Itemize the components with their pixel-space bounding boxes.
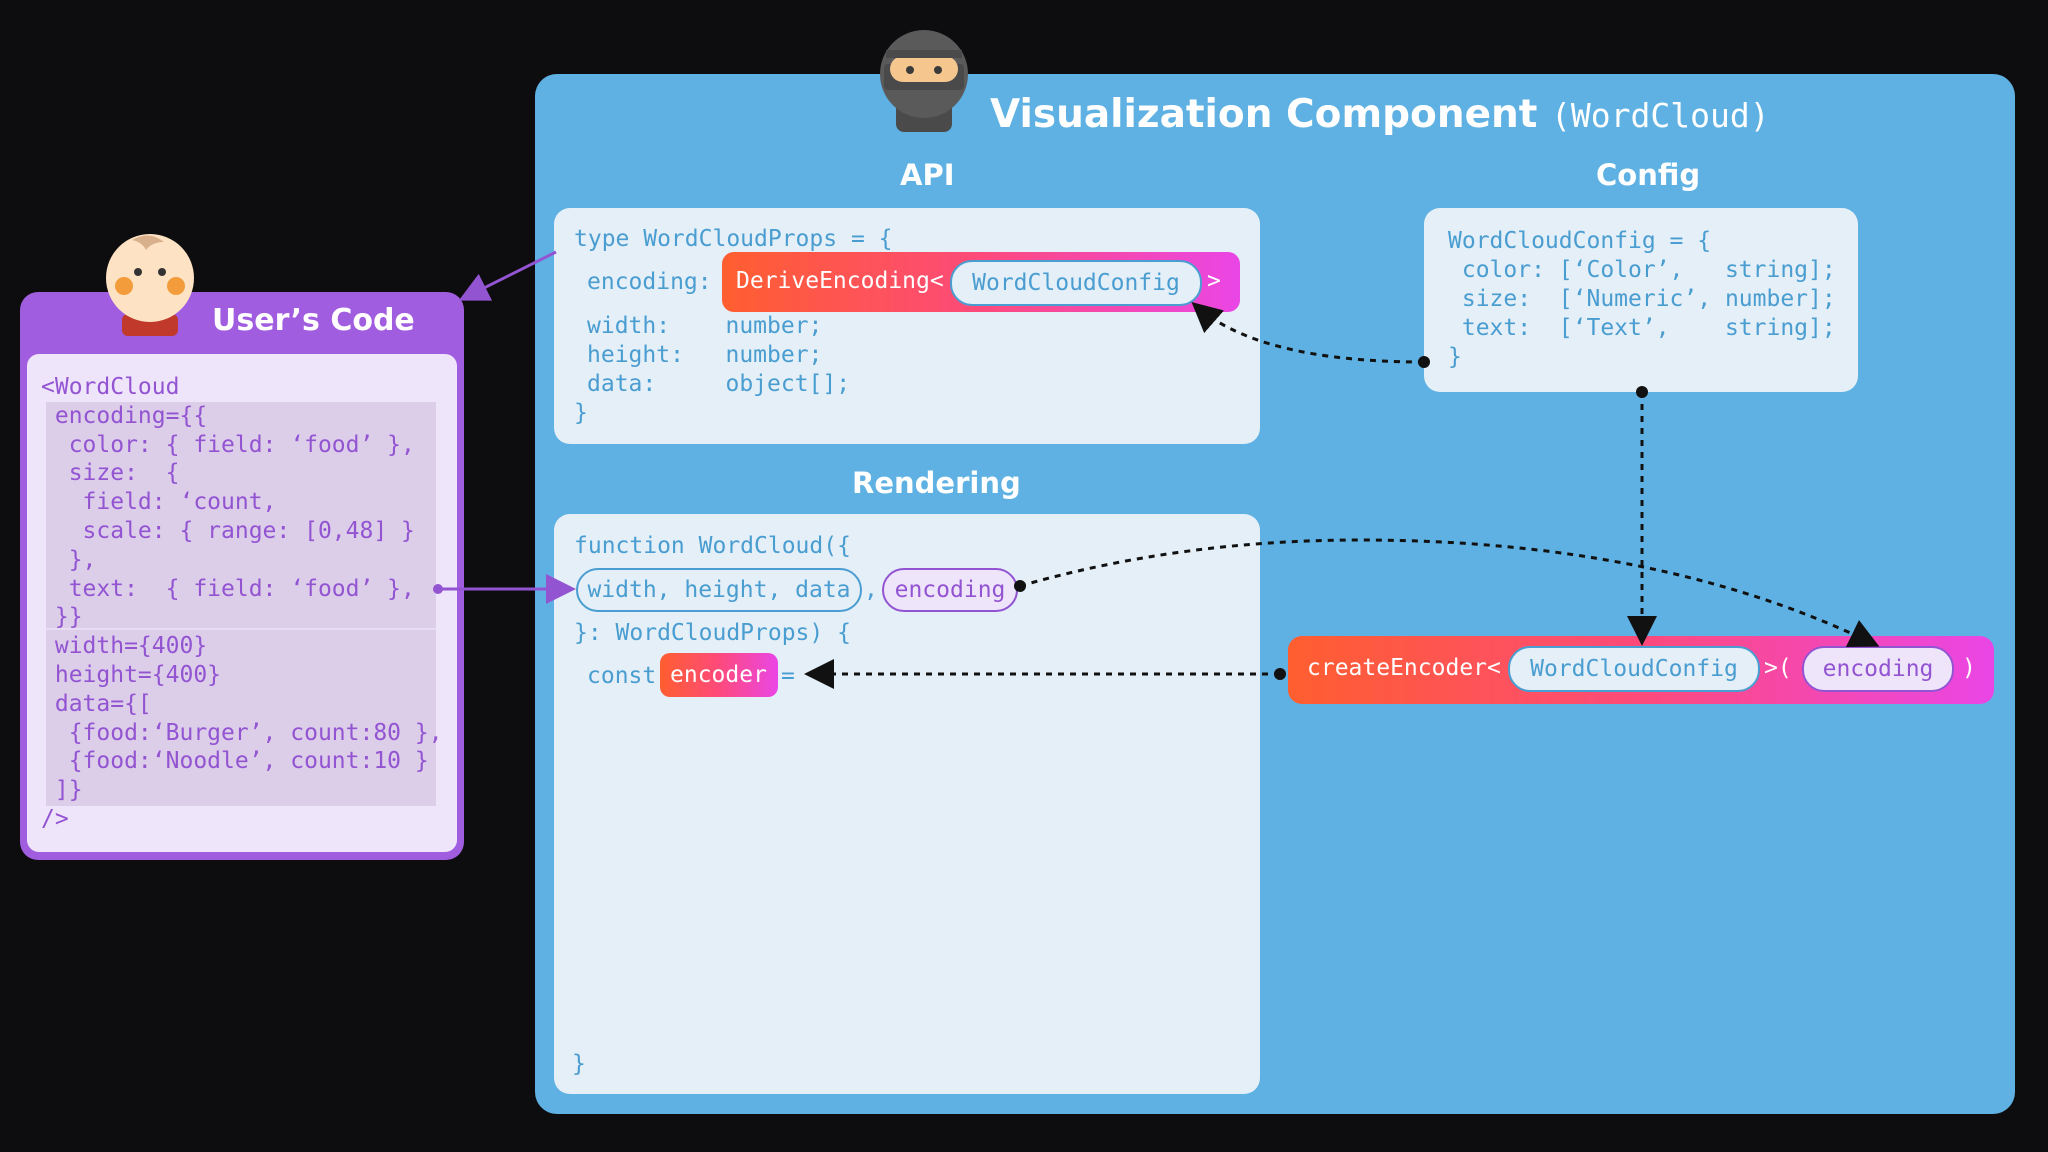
encoding-to-arg-arrow [1019,538,1880,648]
api-line-close: } [574,400,588,426]
config-line-size: size: [‘Numeric’, number]; [1448,286,1836,312]
visualization-title: Visualization Component (WordCloud) [990,92,1770,137]
api-line-data: data: object[]; [587,371,851,397]
user-code-line: height={400} [41,662,222,688]
rendering-const: const [587,663,657,689]
config-line-close: } [1448,344,1462,370]
rendering-params-pill: width, height, data [576,568,862,612]
config-line-1: WordCloudConfig = { [1448,228,1712,254]
rendering-equals: = [781,663,795,689]
visualization-title-sub: (WordCloud) [1551,96,1770,135]
create-encoder-end: ) [1962,655,1976,681]
api-encoding-label: encoding: [587,269,712,295]
api-code-card [554,208,1260,444]
user-code-line: encoding={{ [41,402,208,429]
derive-close: > [1207,268,1221,294]
rendering-line-1: function WordCloud({ [574,533,851,559]
user-code-line: color: { field: ‘food’ }, [41,431,415,458]
api-line-1: type WordCloudProps = { [574,226,893,252]
user-code-line: }} [41,604,83,631]
config-to-derive-arrow [1191,302,1425,364]
create-encoder-type-pill: WordCloudConfig [1508,646,1760,692]
create-encoder-text: createEncoder< [1307,655,1501,681]
user-code-line: data={[ [41,690,152,717]
user-code-line: size: { [41,460,180,487]
encoder-pill [660,653,778,697]
user-code-line: {food:‘Noodle’, count:10 } [41,748,429,775]
config-line-color: color: [‘Color’, string]; [1448,257,1836,283]
rendering-line-3: }: WordCloudProps) { [574,620,851,646]
config-line-text: text: [‘Text’, string]; [1448,315,1836,341]
users-code-title: User’s Code [212,303,415,338]
ninja-avatar-icon [880,30,968,132]
derive-type-pill: WordCloudConfig [950,260,1202,306]
baby-avatar-icon [106,234,194,336]
api-label: API [900,158,955,192]
api-line-height: height: number; [587,342,823,368]
user-code-line: field: ‘count, [41,489,277,516]
rendering-close: } [572,1051,586,1077]
rendering-comma: , [864,577,878,603]
config-code-card [1424,208,1858,392]
create-encoder-arg-pill: encoding [1802,646,1954,692]
visualization-title-main: Visualization Component [990,92,1538,137]
api-to-user-arrow [458,250,557,301]
user-code-line: }, [41,546,97,573]
rendering-label: Rendering [852,466,1021,500]
config-label: Config [1596,158,1701,192]
api-line-width: width: number; [587,313,823,339]
user-code-line: ]} [41,777,83,804]
user-code-line: <WordCloud [41,374,180,400]
user-code-line: text: { field: ‘food’ }, [41,575,415,602]
derive-encoding-text: DeriveEncoding< [736,268,944,294]
user-code-line: width={400} [41,633,208,660]
create-encoder-mid: >( [1764,655,1792,681]
encoding-block-highlight [46,402,436,628]
encoder-text: encoder [670,662,767,688]
props-block-highlight [46,628,436,806]
user-code-line: {food:‘Burger’, count:80 }, [41,719,443,746]
user-code-line: scale: { range: [0,48] } [41,518,415,544]
user-code-line: /> [41,806,69,832]
